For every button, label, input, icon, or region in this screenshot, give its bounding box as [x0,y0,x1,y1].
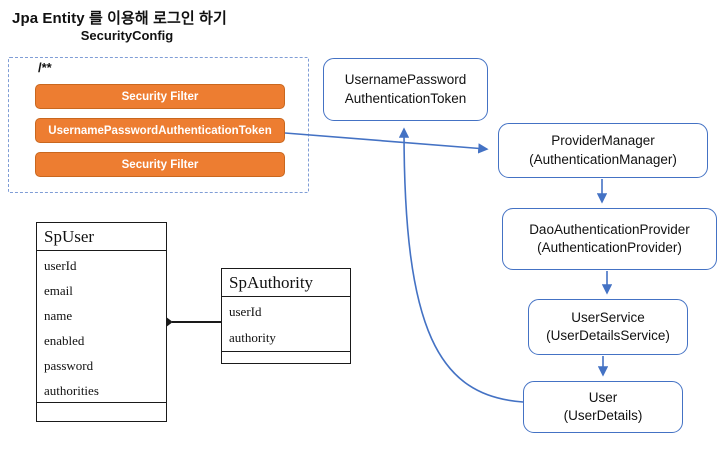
node-username-password-token: UsernamePassword AuthenticationToken [323,58,488,121]
security-config-label: SecurityConfig [80,28,174,43]
comment-text: /** [38,60,52,75]
entity-field: name [44,307,73,323]
node-text-line: UsernamePassword [344,72,467,88]
entity-field: userId [44,257,77,273]
node-text-line: DaoAuthenticationProvider [529,221,690,237]
node-text-line: ProviderManager [551,133,655,149]
security-config-group [8,57,309,193]
diagram-title: Jpa Entity 를 이용해 로그인 하기 [12,10,227,27]
node-text-line: User [588,389,618,405]
security-filter-box-top: Security Filter [35,84,285,109]
entity-table-fields: userId authority [222,297,350,352]
entity-table-title: SpUser [37,223,166,251]
entity-field: authority [229,330,276,345]
entity-field: password [44,357,94,373]
entity-field: userId [229,304,262,319]
entity-table-spauthority: SpAuthority userId authority [221,268,351,364]
node-provider-manager: ProviderManager (AuthenticationManager) [498,123,708,178]
node-user: User (UserDetails) [523,381,683,433]
node-text-line: AuthenticationToken [344,90,467,106]
security-filter-box-bottom: Security Filter [35,152,285,177]
node-text-line: UserService [571,309,645,325]
node-user-service: UserService (UserDetailsService) [528,299,688,355]
node-dao-authentication-provider: DaoAuthenticationProvider (Authenticatio… [502,208,717,270]
entity-table-spuser: SpUser userId email name enabled passwor… [36,222,167,422]
node-text-line: (UserDetailsService) [546,328,670,343]
node-text-line: (AuthenticationProvider) [537,240,682,255]
arrow-token-to-provider-manager [284,132,489,154]
entity-field: enabled [44,332,85,348]
entity-table-fields: userId email name enabled password autho… [37,251,166,403]
entity-field: authorities [44,382,99,398]
entity-field: email [44,282,73,298]
node-text-line: (UserDetails) [563,408,643,423]
node-text-line: (AuthenticationManager) [529,151,677,167]
auth-token-filter-box: UsernamePasswordAuthenticationToken [35,118,285,143]
entity-table-title: SpAuthority [222,269,350,297]
